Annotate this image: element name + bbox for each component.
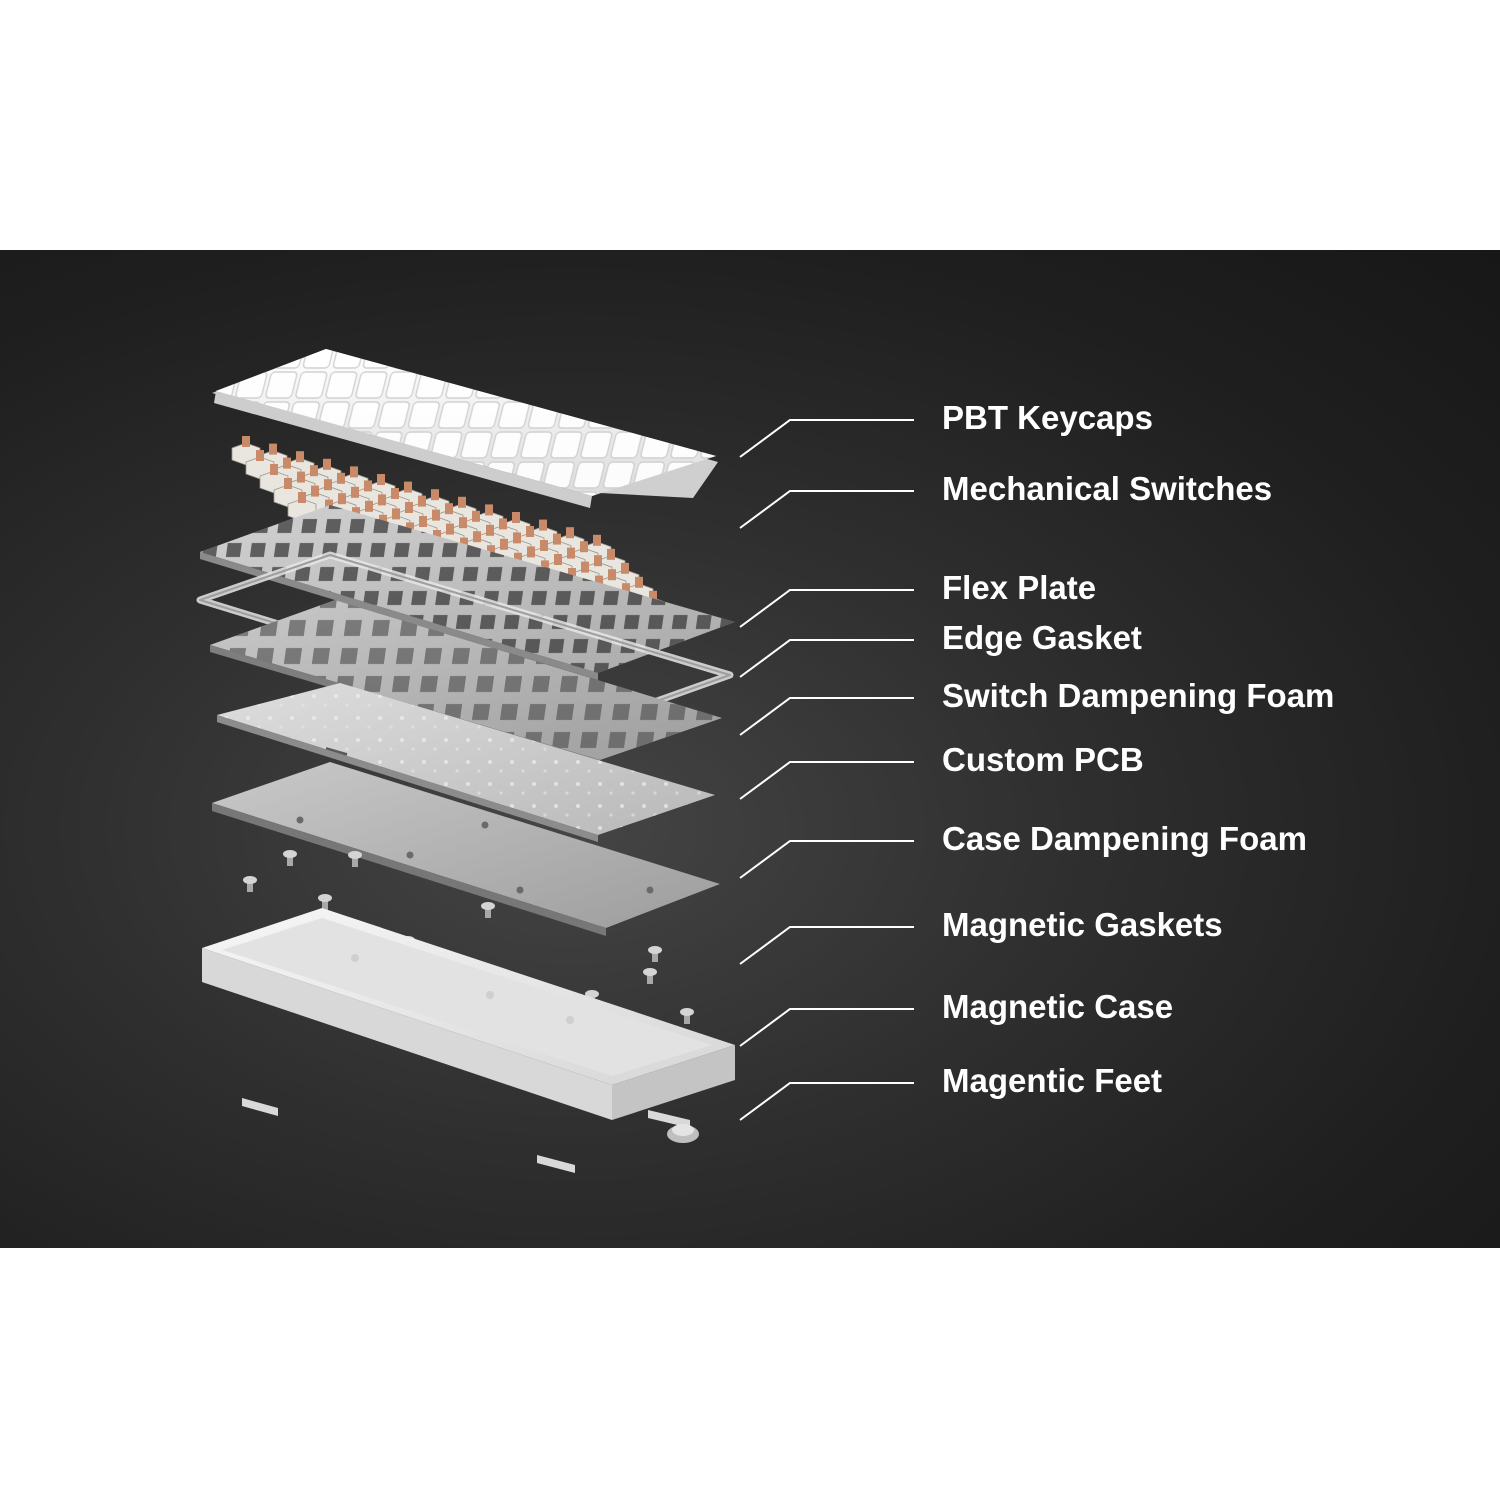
leader-line-case-foam xyxy=(739,840,914,879)
screw-icon xyxy=(243,876,257,892)
magnetic-case-layer xyxy=(202,908,735,1120)
leader-line-switches xyxy=(739,490,914,529)
label-switches: Mechanical Switches xyxy=(942,470,1273,507)
screw-icon xyxy=(643,968,657,984)
screw-icon xyxy=(348,851,362,867)
label-feet: Magentic Feet xyxy=(942,1062,1163,1099)
leader-line-pcb xyxy=(739,761,914,800)
screw-icon xyxy=(648,946,662,962)
leader-line-plate xyxy=(739,589,914,628)
leader-line-keycaps xyxy=(739,419,914,458)
magnetic-feet-layer xyxy=(242,1098,699,1173)
label-plate: Flex Plate xyxy=(942,569,1097,606)
screw-icon xyxy=(680,1008,694,1024)
label-keycaps: PBT Keycaps xyxy=(942,399,1153,436)
flex-plate-layer xyxy=(200,505,735,680)
leader-lines xyxy=(739,419,914,1121)
label-switch-foam: Switch Dampening Foam xyxy=(942,677,1335,714)
leader-line-feet xyxy=(739,1082,914,1121)
label-pcb: Custom PCB xyxy=(942,741,1144,778)
label-gasket: Edge Gasket xyxy=(942,619,1142,656)
leader-line-case xyxy=(739,1008,914,1047)
label-case-foam: Case Dampening Foam xyxy=(942,820,1307,857)
screw-icon xyxy=(283,850,297,866)
leader-line-mag-gaskets xyxy=(739,926,914,965)
case-foam-layer xyxy=(212,762,720,936)
keycaps-layer xyxy=(212,349,718,508)
leader-line-switch-foam xyxy=(739,697,914,736)
keyboard-exploded-illustration xyxy=(196,349,735,1173)
label-mag-gaskets: Magnetic Gaskets xyxy=(942,906,1223,943)
leader-line-gasket xyxy=(739,639,914,678)
pcb-layer xyxy=(217,683,715,842)
label-case: Magnetic Case xyxy=(942,988,1174,1025)
screw-icon xyxy=(481,902,495,918)
screw-icon xyxy=(318,894,332,910)
